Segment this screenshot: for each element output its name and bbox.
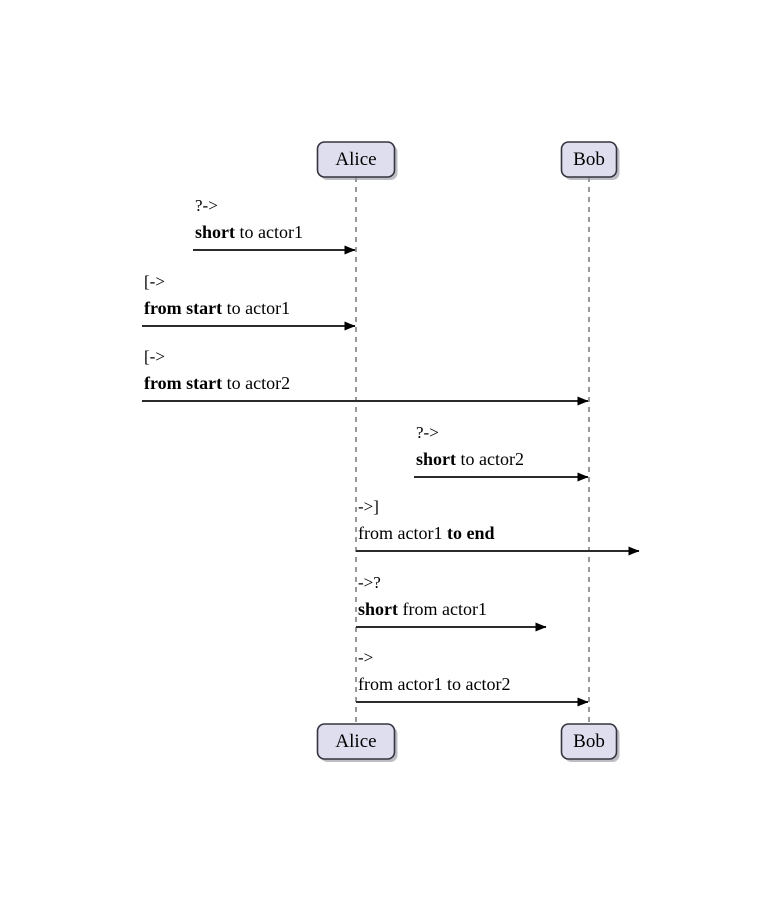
message-label-part: to actor1 (222, 298, 290, 318)
lifelines-layer (355, 177, 590, 724)
messages-layer: ?-> short to actor1 [-> from start to actor… (142, 196, 640, 707)
message-label-part: from actor1 to actor2 (358, 674, 510, 694)
message-label-part: short (195, 222, 235, 242)
message-5[interactable]: ->] from actor1 to end (356, 497, 640, 556)
message-label: from actor1 to actor2 (358, 674, 510, 694)
message-label-part: to actor2 (456, 449, 524, 469)
message-6[interactable]: ->? short from actor1 (356, 573, 547, 632)
message-label-part: from start (144, 373, 222, 393)
message-label: short from actor1 (358, 599, 487, 619)
message-1[interactable]: ?-> short to actor1 (193, 196, 356, 255)
message-label-part: from start (144, 298, 222, 318)
actor-box-actor2-top[interactable]: Bob (560, 141, 620, 180)
actor-box-rect[interactable] (316, 723, 396, 760)
actor-box-actor1-top[interactable]: Alice (316, 141, 398, 180)
message-label-part: from actor1 (398, 599, 487, 619)
message-arrow-syntax: [-> (144, 347, 165, 366)
message-label-part: short (416, 449, 456, 469)
message-label: from start to actor1 (144, 298, 290, 318)
message-arrow-syntax: ->? (358, 573, 381, 592)
actor-name-label: Alice (335, 731, 376, 752)
actor-box-rect[interactable] (560, 141, 618, 178)
message-label: short to actor1 (195, 222, 303, 242)
actor-box-actor2-bottom[interactable]: Bob (560, 723, 620, 762)
actor-name-label: Alice (335, 149, 376, 170)
message-7[interactable]: -> from actor1 to actor2 (356, 648, 589, 707)
message-label-part: short (358, 599, 398, 619)
message-3[interactable]: [-> from start to actor2 (142, 347, 589, 406)
message-arrow-syntax: ?-> (195, 196, 218, 215)
message-2[interactable]: [-> from start to actor1 (142, 272, 356, 331)
message-label-part: to end (447, 523, 495, 543)
message-label-part: to actor2 (222, 373, 290, 393)
actor-name-label: Bob (573, 149, 605, 170)
message-arrow-syntax: ?-> (416, 423, 439, 442)
actor-box-rect[interactable] (560, 723, 618, 760)
message-label: from actor1 to end (358, 523, 494, 543)
message-arrow-syntax: -> (358, 648, 373, 667)
message-arrow-syntax: [-> (144, 272, 165, 291)
message-label: from start to actor2 (144, 373, 290, 393)
actor-name-label: Bob (573, 731, 605, 752)
message-4[interactable]: ?-> short to actor2 (414, 423, 589, 482)
message-label-part: to actor1 (235, 222, 303, 242)
actor-box-actor1-bottom[interactable]: Alice (316, 723, 398, 762)
message-label: short to actor2 (416, 449, 524, 469)
actor-box-rect[interactable] (316, 141, 396, 178)
message-label-part: from actor1 (358, 523, 447, 543)
message-arrow-syntax: ->] (358, 497, 379, 516)
